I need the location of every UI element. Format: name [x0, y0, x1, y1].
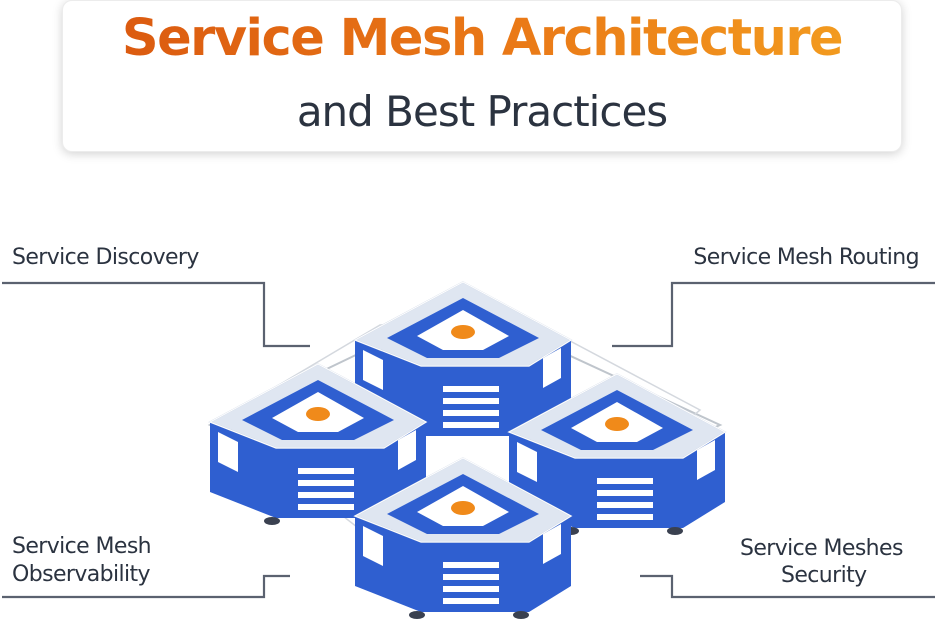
label-security-line1: Service Meshes: [740, 536, 903, 561]
connector-observability: [2, 574, 290, 599]
connector-lines: [2, 281, 935, 599]
label-observability-line1: Service Mesh: [12, 534, 152, 559]
label-security-line2: Security: [781, 563, 867, 588]
label-service-discovery: Service Discovery: [12, 245, 199, 270]
label-service-mesh-routing: Service Mesh Routing: [693, 245, 919, 270]
page-subtitle: and Best Practices: [296, 87, 668, 136]
connector-routing: [612, 281, 935, 348]
connector-discovery: [2, 281, 310, 348]
connector-security: [640, 574, 935, 599]
title-card: Service Mesh Architecture and Best Pract…: [62, 0, 902, 152]
label-observability-line2: Observability: [12, 562, 151, 587]
page-title: Service Mesh Architecture: [63, 13, 901, 64]
